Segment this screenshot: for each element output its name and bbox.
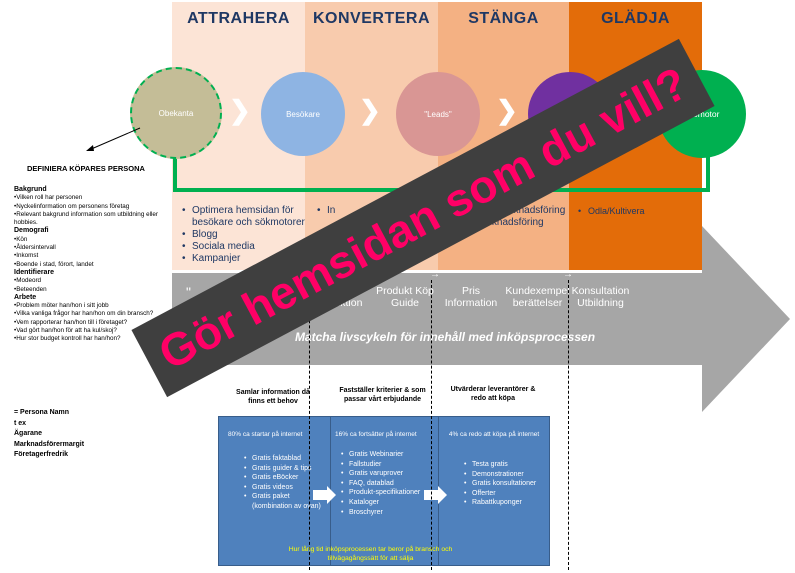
persona-footer-line: Ägarane: [14, 430, 43, 437]
chevron-right-icon: ❯: [496, 95, 518, 125]
list-item: Testa gratis: [464, 460, 539, 470]
persona-item: •Vilken roll har personen: [14, 194, 83, 202]
list-item: Gratis varuprover: [341, 469, 426, 479]
chevron-right-icon: ❯: [359, 95, 381, 125]
process-list-3: Testa gratis Demonstrationer Gratis kons…: [464, 460, 539, 508]
arrow-caption: Matcha livscykeln för innehåll med inköp…: [294, 330, 596, 344]
persona-item: •Beteenden: [14, 285, 47, 293]
persona-footer: = Persona Namn t ex Ägarane Marknadsföre…: [14, 408, 144, 461]
arrow-item: Kundexempel berättelser: [505, 285, 570, 309]
persona-item: •Modeord: [14, 277, 42, 285]
persona-heading: Bakgrund: [14, 186, 47, 193]
persona-item: •Kön: [14, 235, 28, 243]
process-percent: 4% ca redo att köpa på internet: [448, 431, 540, 438]
dashed-divider: [309, 280, 310, 570]
persona-item: •Nyckelinformation om personens företag: [14, 202, 130, 210]
list-item: Gratis eBöcker: [244, 473, 324, 483]
konvertera-bullets: In: [317, 205, 417, 217]
persona-footer-line: = Persona Namn: [14, 409, 70, 416]
stage-title: ATTRAHERA: [187, 10, 290, 27]
persona-footer-line: Marknadsförermargit: [14, 440, 85, 448]
list-item: Demonstrationer: [464, 470, 539, 480]
arrow-right-icon: →: [563, 269, 573, 280]
circle-label: Besökare: [286, 109, 320, 119]
list-item: Gratis videos: [244, 483, 324, 493]
persona-item: •Vilka vanliga frågor har han/hon om din…: [14, 310, 154, 318]
persona-pointer: [86, 127, 141, 151]
circle-leads: "Leads": [396, 72, 480, 156]
list-item: Gratis faktablad: [244, 454, 324, 464]
list-item: Optimera hemsidan för besökare och sökmo…: [182, 205, 307, 229]
process-percent: 80% ca startar på internet: [228, 431, 303, 438]
stage-title: GLÄDJA: [601, 10, 670, 27]
list-item: Kampanjer: [182, 253, 307, 265]
list-item: Offerter: [464, 489, 539, 499]
arrow-item: Produkt Köp Guide: [376, 285, 434, 309]
list-item: In: [317, 205, 417, 217]
arrow-right-icon: →: [430, 269, 440, 280]
list-item: Sociala media: [182, 241, 307, 253]
persona-heading: Identifierare: [14, 268, 55, 276]
list-item: Gratis guider & tips: [244, 464, 324, 474]
list-item: Kataloger: [341, 498, 426, 508]
circle-label: Obekanta: [158, 108, 194, 118]
persona-item: •Hur stor budget kontroll har han/hon?: [14, 335, 121, 343]
persona-heading: Demografi: [14, 227, 49, 235]
arrow-partial-label: ": [186, 284, 191, 300]
list-item: FAQ, datablad: [341, 479, 426, 489]
stage-title: KONVERTERA: [312, 10, 430, 27]
persona-title: DEFINIERA KÖPARES PERSONA: [27, 164, 145, 173]
attrahera-bullets: Optimera hemsidan för besökare och sökmo…: [182, 205, 307, 265]
persona-item: •Inkomst: [14, 252, 39, 260]
persona-item: •Relevant bakgrund information som utbil…: [14, 210, 158, 227]
persona-item: •Boende i stad, förort, landet: [14, 260, 94, 268]
gladja-bullets: Odla/Kultivera: [578, 205, 688, 217]
persona-item: •Åldersintervall: [14, 244, 56, 252]
list-item: Produkt-specifikationer: [341, 488, 426, 498]
process-percent: 16% ca fortsätter på internet: [335, 431, 417, 438]
circle-label: Promotor: [684, 109, 720, 119]
persona-heading: Arbete: [14, 293, 37, 301]
persona-footer-line: Företagerfredrik: [14, 451, 69, 458]
list-item: Gratis konsultationer: [464, 479, 539, 489]
persona-list: Bakgrund •Vilken roll har personen •Nyck…: [14, 186, 164, 344]
list-item: Rabattkuponger: [464, 498, 539, 508]
dashed-divider: [568, 280, 569, 570]
circle-besokare: Besökare: [261, 72, 345, 156]
chevron-right-icon: ❯: [229, 95, 251, 125]
process-list-2: Gratis Webinarier Fallstudier Gratis var…: [341, 450, 426, 517]
process-note: Hur lång tid inköpsprocessen tar beror p…: [288, 546, 453, 562]
process-heading: Utvärderar leverantörer & redo att köpa: [450, 386, 536, 402]
persona-footer-line: t ex: [14, 419, 27, 427]
process-heading: Fastställer kriterier & som passar vårt …: [339, 387, 426, 403]
arrow-item: Pris Information: [444, 285, 498, 309]
list-item: Gratis Webinarier: [341, 450, 426, 460]
process-heading: Samlar information då finns ett behov: [236, 389, 310, 405]
stage-title: STÄNGA: [468, 10, 539, 27]
list-item: Gratis paket (kombination av ovan): [244, 492, 324, 511]
persona-item: •Problem möter han/hon i sitt jobb: [14, 302, 109, 310]
circle-obekanta: Obekanta: [130, 67, 222, 159]
arrow-item: Konsultation Utbildning: [571, 285, 630, 309]
persona-item: •Vad gört han/hon för att ha kul/skoj?: [14, 327, 117, 335]
process-list-1: Gratis faktablad Gratis guider & tips Gr…: [244, 454, 324, 512]
list-item: Odla/Kultivera: [578, 205, 688, 217]
persona-item: •Vem rapporterar han/hon till i företage…: [14, 318, 128, 326]
list-item: Broschyrer: [341, 508, 426, 518]
dashed-divider: [431, 280, 432, 570]
circle-label: "Leads": [424, 109, 452, 119]
list-item: Fallstudier: [341, 460, 426, 470]
list-item: Blogg: [182, 229, 307, 241]
